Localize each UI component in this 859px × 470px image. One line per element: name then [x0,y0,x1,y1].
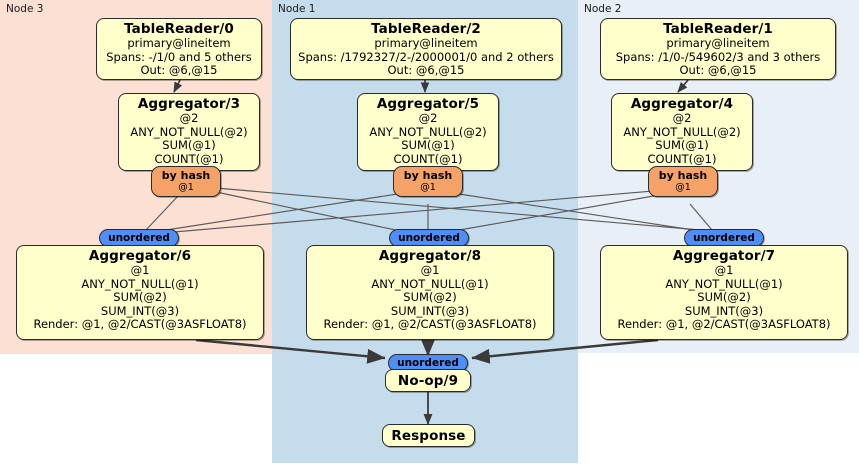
aggregator-4-agg3: COUNT(@1) [647,151,717,166]
aggregator-6-agg2: SUM(@2) [113,290,167,304]
aggregator-5-agg2: SUM(@1) [401,138,455,152]
table-reader-1-spans: Spans: /1/0-/549602/3 and 3 others [615,49,821,64]
aggregator-6-agg3: SUM_INT(@3) [100,303,180,318]
aggregator-7-agg3: SUM_INT(@3) [684,303,764,318]
table-reader-0-out: Out: @6,@15 [140,63,218,77]
table-reader-2-out: Out: @6,@15 [387,63,465,77]
hash-router-node1[interactable]: by hash @1 [393,166,463,197]
aggregator-7[interactable]: Aggregator/7 @1 ANY_NOT_NULL(@1) SUM(@2)… [600,245,848,340]
table-reader-0-spans: Spans: -/1/0 and 5 others [106,49,252,64]
aggregator-8-agg2: SUM(@2) [403,290,457,304]
panel-node3-label: Node 3 [6,3,44,15]
response-title: Response [391,427,466,444]
aggregator-3-group: @2 [179,111,199,125]
unordered-final[interactable]: unordered [388,354,468,372]
aggregator-3-agg3: COUNT(@1) [154,151,224,166]
aggregator-5-agg3: COUNT(@1) [393,151,463,166]
hash-router-node2[interactable]: by hash @1 [648,166,718,197]
hash-router-node3-type: by hash [161,169,211,182]
aggregator-3-agg1: ANY_NOT_NULL(@2) [130,124,248,139]
hash-router-node2-column: @1 [675,182,691,193]
response[interactable]: Response [382,424,475,447]
table-reader-2-source: primary@lineitem [374,36,478,50]
aggregator-6-agg1: ANY_NOT_NULL(@1) [81,276,199,291]
no-op-9[interactable]: No-op/9 [385,369,471,392]
aggregator-5-group: @2 [418,111,438,125]
aggregator-5[interactable]: Aggregator/5 @2 ANY_NOT_NULL(@2) SUM(@1)… [357,93,499,171]
aggregator-5-title: Aggregator/5 [376,96,480,112]
unordered-input-node2[interactable]: unordered [684,229,764,247]
aggregator-3[interactable]: Aggregator/3 @2 ANY_NOT_NULL(@2) SUM(@1)… [118,93,260,171]
aggregator-8-agg1: ANY_NOT_NULL(@1) [371,276,489,291]
aggregator-3-agg2: SUM(@1) [162,138,216,152]
aggregator-4-agg2: SUM(@1) [655,138,709,152]
aggregator-8-group: @1 [420,263,440,277]
table-reader-0-source: primary@lineitem [127,36,231,50]
aggregator-4-title: Aggregator/4 [630,96,734,112]
aggregator-7-title: Aggregator/7 [672,248,776,264]
aggregator-6-group: @1 [130,263,150,277]
aggregator-6-title: Aggregator/6 [88,248,192,264]
aggregator-6-render: Render: @1, @2/CAST(@3ASFLOAT8) [33,317,247,331]
aggregator-7-agg2: SUM(@2) [697,290,751,304]
hash-router-node2-type: by hash [658,169,708,182]
aggregator-8-agg3: SUM_INT(@3) [390,303,470,318]
hash-router-node3-column: @1 [178,182,194,193]
aggregator-5-agg1: ANY_NOT_NULL(@2) [369,124,487,139]
table-reader-2-spans: Spans: /1792327/2-/2000001/0 and 2 other… [298,49,554,64]
aggregator-8-render: Render: @1, @2/CAST(@3ASFLOAT8) [323,317,537,331]
table-reader-1[interactable]: TableReader/1 primary@lineitem Spans: /1… [600,18,836,80]
table-reader-2[interactable]: TableReader/2 primary@lineitem Spans: /1… [290,18,562,80]
panel-node2-label: Node 2 [584,3,622,15]
aggregator-4[interactable]: Aggregator/4 @2 ANY_NOT_NULL(@2) SUM(@1)… [611,93,753,171]
no-op-9-title: No-op/9 [397,372,459,389]
table-reader-1-out: Out: @6,@15 [679,63,757,77]
aggregator-3-title: Aggregator/3 [137,96,241,112]
aggregator-8-title: Aggregator/8 [378,248,482,264]
aggregator-8[interactable]: Aggregator/8 @1 ANY_NOT_NULL(@1) SUM(@2)… [306,245,554,340]
aggregator-4-agg1: ANY_NOT_NULL(@2) [623,124,741,139]
aggregator-7-agg1: ANY_NOT_NULL(@1) [665,276,783,291]
table-reader-2-title: TableReader/2 [371,21,481,37]
table-reader-1-title: TableReader/1 [663,21,773,37]
hash-router-node1-type: by hash [403,169,453,182]
aggregator-6[interactable]: Aggregator/6 @1 ANY_NOT_NULL(@1) SUM(@2)… [16,245,264,340]
aggregator-4-group: @2 [672,111,692,125]
table-reader-0[interactable]: TableReader/0 primary@lineitem Spans: -/… [96,18,262,80]
hash-router-node1-column: @1 [420,182,436,193]
aggregator-7-group: @1 [714,263,734,277]
table-reader-0-title: TableReader/0 [124,21,234,37]
hash-router-node3[interactable]: by hash @1 [151,166,221,197]
aggregator-7-render: Render: @1, @2/CAST(@3ASFLOAT8) [617,317,831,331]
table-reader-1-source: primary@lineitem [666,36,770,50]
panel-node1-label: Node 1 [278,3,316,15]
unordered-input-node1[interactable]: unordered [389,229,469,247]
